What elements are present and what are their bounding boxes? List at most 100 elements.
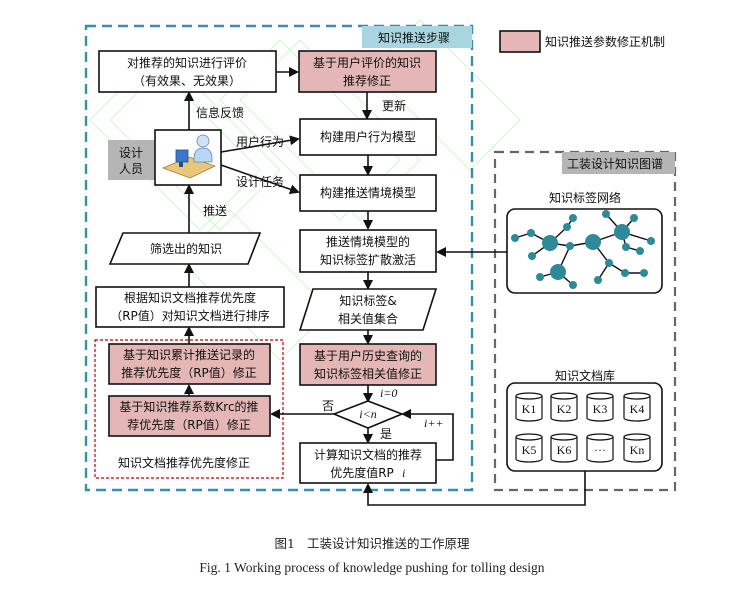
network-node	[630, 214, 638, 222]
svg-text:根据知识文档推荐优先度: 根据知识文档推荐优先度	[124, 290, 256, 305]
doc-label: K3	[593, 402, 608, 416]
arrow-loop	[401, 409, 454, 461]
caption-cn-text: 工装设计知识推送的工作原理	[307, 536, 470, 551]
legend-swatch	[499, 30, 541, 53]
node-sort: 根据知识文档推荐优先度 （RP值）对知识文档进行排序	[95, 286, 285, 328]
network-node	[647, 237, 655, 245]
doc-cylinder: K3	[586, 392, 614, 422]
doc-cylinder: K2	[550, 392, 578, 422]
label-design-task: 设计任务	[236, 174, 284, 189]
network-node	[602, 210, 610, 218]
svg-text:推送情境模型的: 推送情境模型的	[326, 234, 410, 249]
node-spread-activation: 推送情境模型的 知识标签扩散激活	[299, 229, 437, 273]
designer: 设计 人员	[108, 129, 222, 186]
node-evaluate: 对推荐的知识进行评价 （有效果、无效果）	[98, 50, 277, 93]
network-node	[621, 269, 629, 277]
svg-text:i<n: i<n	[359, 407, 376, 421]
svg-text:优先度值RP: 优先度值RP	[330, 465, 394, 480]
doc-library-title: 知识文档库	[555, 368, 615, 383]
rp-panel-title: 知识文档推荐优先度修正	[118, 455, 250, 470]
svg-text:人员: 人员	[119, 162, 143, 176]
network-node	[622, 243, 630, 251]
svg-text:基于知识累计推送记录的: 基于知识累计推送记录的	[123, 347, 255, 362]
arrow-design-task	[220, 164, 300, 195]
tag-network-title: 知识标签网络	[549, 190, 621, 205]
designer-at-computer-icon	[161, 134, 217, 179]
node-user-eval-fix: 基于用户评价的知识 推荐修正	[298, 50, 437, 93]
network-node	[614, 224, 630, 240]
svg-text:构建用户行为模型: 构建用户行为模型	[320, 129, 416, 144]
label-update: 更新	[382, 98, 406, 113]
svg-text:对推荐的知识进行评价: 对推荐的知识进行评价	[127, 55, 247, 70]
svg-text:i: i	[402, 466, 405, 480]
label-feedback: 信息反馈	[196, 105, 244, 120]
svg-text:基于知识推荐系数Krc的推: 基于知识推荐系数Krc的推	[119, 399, 258, 414]
label-push: 推送	[203, 203, 227, 218]
svg-text:设计: 设计	[119, 146, 143, 160]
node-compute-rp: 计算知识文档的推荐 优先度值RP i	[299, 442, 437, 484]
network-node	[605, 259, 613, 267]
svg-text:推荐优先度（RP值）修正: 推荐优先度（RP值）修正	[121, 365, 257, 380]
doc-cylinder: ···	[586, 433, 614, 463]
doc-label: K6	[557, 443, 572, 457]
svg-text:知识标签&: 知识标签&	[339, 293, 396, 308]
svg-text:推荐修正: 推荐修正	[343, 73, 391, 88]
network-node	[542, 235, 558, 251]
doc-label: K4	[630, 402, 645, 416]
label-i-init: i=0	[380, 386, 397, 400]
caption-cn: 图1 工装设计知识推送的工作原理	[275, 536, 470, 551]
label-user-behavior: 用户行为	[236, 134, 284, 149]
caption-cn-label: 图1	[275, 536, 295, 551]
kg-title-bg	[562, 152, 675, 174]
doc-label: ···	[594, 443, 606, 457]
doc-label: K2	[557, 402, 572, 416]
svg-text:知识标签扩散激活: 知识标签扩散激活	[320, 252, 416, 267]
label-no: 否	[322, 399, 334, 413]
doc-label: K5	[522, 443, 537, 457]
push-steps-title-bg	[362, 26, 472, 48]
network-node	[569, 214, 577, 222]
node-record-fix: 基于知识累计推送记录的 推荐优先度（RP值）修正	[108, 343, 271, 385]
network-node	[511, 234, 519, 242]
arrow-library-to-compute	[363, 471, 586, 506]
rp-correction-panel: 知识文档推荐优先度修正	[94, 339, 284, 479]
svg-text:知识标签相关值修正: 知识标签相关值修正	[314, 366, 422, 381]
tag-network-graph	[511, 210, 655, 289]
network-node	[636, 247, 644, 255]
doc-cylinder: K6	[550, 433, 578, 463]
legend-label: 知识推送参数修正机制	[545, 34, 665, 49]
svg-text:筛选出的知识: 筛选出的知识	[150, 241, 222, 256]
network-node	[528, 252, 536, 260]
doc-cylinder: K5	[515, 433, 543, 463]
node-filtered: 筛选出的知识	[108, 232, 262, 265]
network-node	[536, 273, 544, 281]
node-user-model: 构建用户行为模型	[299, 118, 437, 156]
svg-text:相关值集合: 相关值集合	[338, 311, 398, 326]
node-history-fix: 基于用户历史查询的 知识标签相关值修正	[299, 343, 437, 386]
network-node	[585, 234, 601, 250]
svg-text:荐优先度（RP值）修正: 荐优先度（RP值）修正	[127, 417, 251, 432]
doc-cylinder: Kn	[623, 433, 651, 463]
svg-text:（有效果、无效果）: （有效果、无效果）	[133, 73, 241, 88]
legend: 知识推送参数修正机制	[499, 30, 665, 53]
label-loop: i++	[424, 416, 444, 430]
kg-title: 工装设计知识图谱	[567, 157, 663, 171]
svg-text:基于用户历史查询的: 基于用户历史查询的	[314, 348, 422, 363]
doc-label: Kn	[630, 443, 645, 457]
network-node	[550, 264, 566, 280]
node-context-model: 构建推送情境模型	[299, 174, 437, 212]
label-yes: 是	[380, 427, 392, 441]
svg-text:计算知识文档的推荐: 计算知识文档的推荐	[314, 447, 422, 462]
node-krc-fix: 基于知识推荐系数Krc的推 荐优先度（RP值）修正	[108, 395, 271, 437]
push-steps-panel: 知识推送步骤	[84, 24, 474, 492]
network-node	[640, 269, 648, 277]
network-node	[569, 281, 577, 289]
designer-label-bg	[108, 140, 155, 180]
doc-cylinder: K1	[515, 392, 543, 422]
node-decision: i<n	[331, 400, 405, 429]
doc-label: K1	[522, 402, 537, 416]
svg-text:基于用户评价的知识: 基于用户评价的知识	[313, 55, 421, 70]
svg-text:（RP值）对知识文档进行排序: （RP值）对知识文档进行排序	[110, 308, 270, 323]
